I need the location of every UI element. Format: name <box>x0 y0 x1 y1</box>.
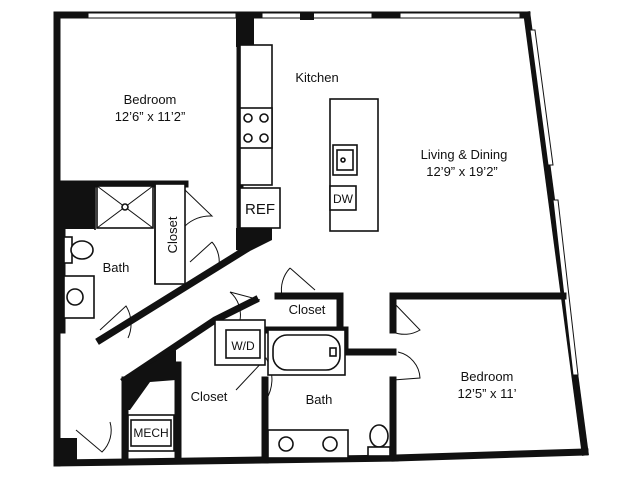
bedroom2-name: Bedroom <box>461 369 514 384</box>
bedroom1-name: Bedroom <box>124 92 177 107</box>
sink-icon <box>332 144 358 176</box>
solid-walls <box>55 12 314 464</box>
bathtub-icon <box>267 329 346 376</box>
dw-label: DW <box>333 192 354 206</box>
kitchen-island: DW <box>329 98 379 232</box>
mech-closet: MECH <box>127 414 175 452</box>
living-size: 12’9” x 19’2” <box>426 164 498 179</box>
bedroom2-size: 12’5” x 11’ <box>457 386 516 401</box>
washer-dryer: W/D <box>214 319 266 366</box>
door-swing-icon <box>75 189 421 453</box>
closet1-name: Closet <box>165 216 180 253</box>
windows <box>87 12 579 376</box>
sink-icon <box>267 429 349 459</box>
closet2-name: Closet <box>289 302 326 317</box>
closet3-name: Closet <box>191 389 228 404</box>
bath1-area <box>63 183 186 319</box>
range-icon <box>239 107 273 149</box>
wd-label: W/D <box>231 339 255 353</box>
bath2-name: Bath <box>306 392 333 407</box>
kitchen-name: Kitchen <box>295 70 338 85</box>
living-name: Living & Dining <box>421 147 508 162</box>
bath1-name: Bath <box>103 260 130 275</box>
toilet-icon <box>63 236 94 264</box>
bath2-fixtures <box>267 329 391 459</box>
bedroom1-size: 12’6” x 11’2” <box>115 109 186 124</box>
toilet-icon <box>367 424 391 457</box>
dishwasher <box>329 185 357 211</box>
kitchen-counter: REF <box>239 44 281 229</box>
mech-label: MECH <box>133 426 168 440</box>
ref-label: REF <box>245 201 275 218</box>
room-labels: Bedroom 12’6” x 11’2” Kitchen Living & D… <box>103 70 517 407</box>
refrigerator <box>239 187 281 229</box>
sink-icon <box>63 275 95 319</box>
